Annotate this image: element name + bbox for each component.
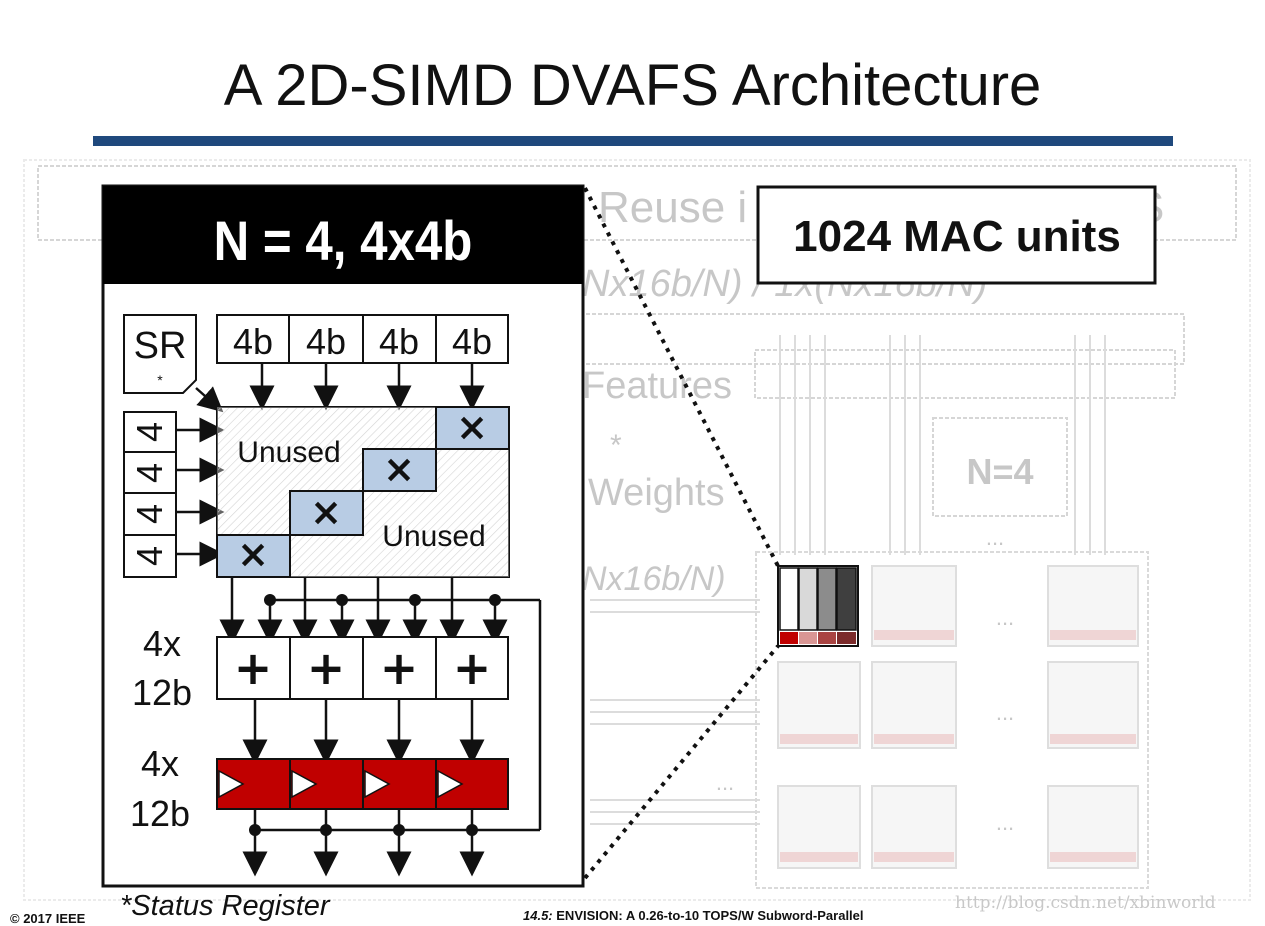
- multiply-icon-4: ×: [237, 532, 269, 576]
- watermark: http://blog.csdn.net/xbinworld: [955, 893, 1216, 913]
- registers-label-line2: 12b: [130, 793, 190, 834]
- weight-input-2: 4b: [306, 321, 346, 362]
- bg-mid-label: Nx16b/N): [582, 560, 726, 598]
- adder-icon-4: +: [453, 641, 492, 695]
- weight-inputs: 4b 4b 4b 4b: [216, 314, 509, 364]
- copyright: © 2017 IEEE: [10, 911, 86, 926]
- multiply-icon-3: ×: [310, 490, 342, 534]
- status-register-star: *: [157, 372, 163, 388]
- row-input-1: 4: [129, 422, 170, 442]
- status-register-box: [123, 314, 197, 394]
- bg-header-text: Reuse i: [598, 183, 747, 232]
- multiply-icon-2: ×: [383, 447, 415, 491]
- adder-icon-1: +: [234, 641, 273, 695]
- session-footer: 14.5: ENVISION: A 0.26-to-10 TOPS/W Subw…: [523, 908, 864, 923]
- zoom-panel-header-bg: [103, 186, 583, 284]
- bg-ellipsis-4: ...: [716, 770, 734, 795]
- bg-ellipsis-2: ...: [996, 605, 1014, 630]
- status-register-label: SR: [134, 325, 187, 367]
- adder-row: + + + +: [216, 636, 509, 700]
- clock-icon-1: [218, 769, 245, 799]
- weight-input-4: 4b: [452, 321, 492, 362]
- clock-icon-2: [291, 769, 318, 799]
- session-title: ENVISION: A 0.26-to-10 TOPS/W Subword-Pa…: [556, 908, 864, 923]
- bg-weights-label: Weights: [588, 472, 725, 514]
- zoom-lines: [583, 187, 780, 880]
- adder-icon-2: +: [307, 641, 346, 695]
- multiply-icon-1: ×: [456, 405, 488, 449]
- bg-ellipsis: ...: [986, 525, 1004, 550]
- bg-n-label: N=4: [966, 451, 1033, 492]
- unused-top-label: Unused: [237, 436, 340, 469]
- clock-icon-3: [364, 769, 391, 799]
- weight-input-3: 4b: [379, 321, 419, 362]
- multiplier-array: × × × × Unused Unused: [216, 405, 510, 578]
- zoom-panel: N = 4, 4x4b SR * 4b 4b 4b 4b: [101, 184, 585, 888]
- unused-bottom-label: Unused: [382, 520, 485, 553]
- registers-label-line1: 4x: [141, 743, 179, 784]
- mac-units-callout: 1024 MAC units: [756, 185, 1157, 285]
- footnote-status-register: *Status Register: [120, 890, 330, 922]
- adder-icon-3: +: [380, 641, 419, 695]
- bg-star: *: [610, 429, 622, 462]
- clock-icon-4: [437, 769, 464, 799]
- adders-label-line2: 12b: [132, 672, 192, 713]
- row-inputs: 4 4 4 4: [123, 411, 177, 578]
- register-row: [216, 758, 509, 810]
- mac-units-label: 1024 MAC units: [793, 212, 1121, 261]
- row-input-3: 4: [129, 504, 170, 524]
- row-input-2: 4: [129, 463, 170, 483]
- title-rule: [93, 136, 1173, 146]
- adders-label-line1: 4x: [143, 623, 181, 664]
- bg-ellipsis-3: ...: [996, 700, 1014, 725]
- row-input-4: 4: [129, 546, 170, 566]
- bg-ellipsis-5: ...: [996, 810, 1014, 835]
- weight-input-1: 4b: [233, 321, 273, 362]
- bg-features-label: Features: [582, 365, 732, 407]
- session-number: 14.5:: [523, 908, 553, 923]
- slide-title: A 2D-SIMD DVAFS Architecture: [223, 53, 1042, 118]
- zoom-panel-header: N = 4, 4x4b: [214, 210, 473, 273]
- highlighted-pe-tile: [777, 565, 859, 647]
